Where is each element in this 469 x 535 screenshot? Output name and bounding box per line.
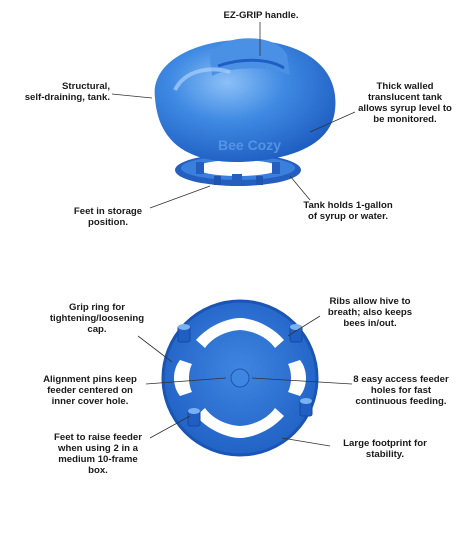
label-grip-ring: Grip ring for tightening/loosening cap. (49, 302, 145, 335)
label-pins: Alignment pins keep feeder centered on i… (43, 374, 137, 407)
ez-grip-handle (210, 38, 290, 76)
tank: Bee Cozy (154, 38, 336, 163)
label-capacity: Tank holds 1-gallon of syrup or water. (303, 200, 393, 222)
label-tank: Structural, self-draining, tank. (24, 81, 110, 103)
label-feet-raise: Feet to raise feeder when using 2 in a m… (54, 432, 142, 476)
label-footprint: Large footprint for stability. (343, 438, 427, 460)
label-translucent: Thick walled translucent tank allows syr… (358, 81, 452, 125)
label-feet-storage: Feet in storage position. (73, 206, 143, 228)
feeder-base (161, 299, 319, 457)
label-ribs: Ribs allow hive to breath; also keeps be… (327, 296, 413, 329)
label-holes: 8 easy access feeder holes for fast cont… (353, 374, 449, 407)
base-ring-top (175, 154, 301, 186)
embossed-brand: Bee Cozy (218, 137, 281, 153)
label-handle: EZ-GRIP handle. (223, 10, 299, 21)
